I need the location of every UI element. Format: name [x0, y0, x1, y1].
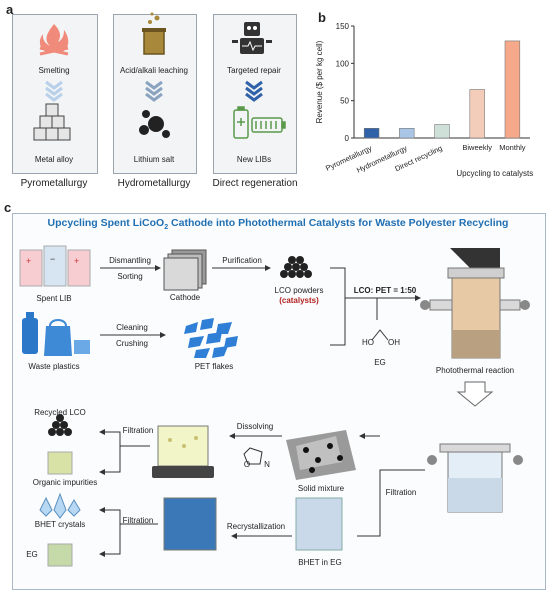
recycled-lco-icon: [48, 414, 72, 436]
nmp-structure: [243, 447, 263, 465]
panel-letter-a: a: [6, 2, 14, 17]
recycled-lco-label: Recycled LCO: [34, 408, 86, 417]
bhet-crystals-icon: [39, 492, 81, 519]
spent-lib-label: Spent LIB: [36, 294, 72, 303]
purification-label: Purification: [222, 256, 262, 265]
pyrometallurgy-caption: Pyrometallurgy: [20, 178, 88, 189]
filtration-label-1: Filtration: [122, 426, 154, 435]
ratio-label: LCO: PET = 1:50: [353, 286, 417, 295]
y-tick-label: 150: [336, 22, 350, 31]
cleaning-label: Cleaning: [116, 323, 148, 332]
y-axis-label: Revenue ($ per kg cell): [315, 40, 324, 123]
down-chevron-icon: [145, 80, 163, 102]
pet-flakes-label: PET flakes: [194, 362, 234, 371]
smelting-label: Smelting: [38, 66, 70, 75]
spent-battery-icon: + − +: [19, 245, 91, 287]
stirring-beaker-icon: [152, 425, 214, 478]
cathode-roll-icon: [163, 249, 207, 291]
x-tick-label: Monthly: [499, 143, 526, 152]
organic-impurities-icon: [47, 451, 73, 475]
filtration-apparatus-icon: [427, 443, 523, 513]
lco-powders-label: LCO powders: [274, 286, 324, 295]
acid-leaching-label: Acid/alkali leaching: [119, 66, 189, 75]
svg-text:+: +: [74, 256, 79, 266]
bar-0: [363, 127, 380, 139]
flame-icon: [39, 24, 69, 56]
bar-4: [504, 40, 521, 139]
metal-cubes-icon: [33, 103, 71, 141]
panel-c-title: Upcycling Spent LiCoO2 Cathode into Phot…: [47, 217, 509, 232]
filtration-label-right: Filtration: [385, 488, 417, 497]
lithium-salt-label: Lithium salt: [133, 155, 175, 164]
lithium-salt-icon: [139, 110, 170, 138]
bar-1: [399, 127, 415, 139]
eg-vial-icon: [47, 543, 73, 567]
group-label: Upcycling to catalysts: [456, 169, 533, 178]
nmp-n-label: N: [264, 460, 270, 469]
photothermal-reactor-icon: [420, 248, 530, 359]
sorting-label: Sorting: [117, 272, 143, 281]
pet-flakes-icon: [184, 318, 238, 358]
oh-label: OH: [388, 338, 400, 347]
waste-plastics-icon: [22, 312, 90, 356]
panel-a-icons: [33, 12, 286, 141]
svg-text:−: −: [50, 254, 55, 264]
down-arrow-icon: [456, 381, 494, 407]
down-chevron-icon: [245, 80, 263, 102]
metal-alloy-label: Metal alloy: [34, 155, 74, 164]
bar-3: [469, 89, 485, 139]
x-tick-label: Biweekly: [462, 143, 492, 152]
direct-regeneration-caption: Direct regeneration: [212, 178, 298, 189]
bhet-in-eg-label: BHET in EG: [298, 558, 342, 567]
svg-text:+: +: [26, 256, 31, 266]
down-chevron-icon: [45, 80, 63, 102]
photothermal-label: Photothermal reaction: [435, 366, 515, 375]
recrystallization-beaker-icon: [163, 497, 217, 551]
solid-mixture-label: Solid mixture: [297, 484, 345, 493]
bhet-in-eg-icon: [295, 497, 343, 551]
eg-label: EG: [374, 358, 386, 367]
bhet-crystals-label: BHET crystals: [34, 520, 86, 529]
ho-label: HO: [362, 338, 374, 347]
dismantling-label: Dismantling: [109, 256, 151, 265]
organic-impurities-label: Organic impurities: [32, 478, 98, 487]
eg-structure: [371, 329, 389, 341]
y-tick-label: 0: [345, 134, 350, 143]
dissolving-label: Dissolving: [236, 422, 274, 431]
new-libs-label: New LIBs: [236, 155, 272, 164]
hydrometallurgy-caption: Hydrometallurgy: [117, 178, 191, 189]
waste-plastics-label: Waste plastics: [28, 362, 80, 371]
lco-powder-icon: [280, 256, 312, 278]
y-tick-label: 50: [340, 97, 349, 106]
recrystallization-label: Recrystallization: [226, 522, 286, 531]
panel-letter-b: b: [318, 10, 326, 25]
nmp-o-label: O: [243, 460, 251, 469]
panel-letter-c: c: [4, 200, 12, 215]
beaker-icon: [142, 12, 166, 55]
battery-icon: [233, 106, 286, 139]
cathode-label: Cathode: [169, 293, 201, 302]
bar-2: [434, 124, 450, 139]
filtration-label-2: Filtration: [122, 516, 154, 525]
y-tick-label: 100: [336, 59, 350, 68]
robot-icon: [232, 22, 272, 54]
targeted-repair-label: Targeted repair: [227, 66, 281, 75]
catalysts-label: (catalysts): [279, 296, 319, 305]
crushing-label: Crushing: [115, 339, 148, 348]
solid-mixture-icon: [286, 430, 356, 480]
eg-bottom-label: EG: [26, 550, 38, 559]
